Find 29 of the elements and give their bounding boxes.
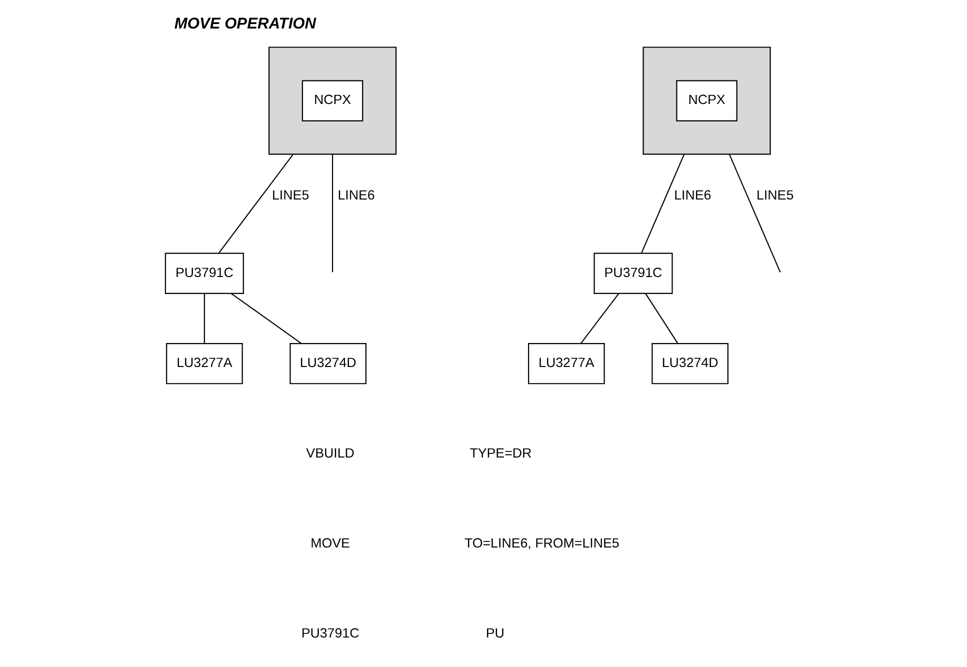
node-box: PU3791C (593, 252, 672, 294)
node-box: LU3277A (166, 342, 242, 384)
connector (331, 154, 333, 272)
edge-label: LINE6 (337, 187, 374, 202)
node-box: LU3274D (651, 342, 728, 384)
connector (640, 154, 684, 254)
label: VBUILD (306, 445, 354, 460)
node-box: LU3274D (289, 342, 366, 384)
node-box: NCPX (301, 80, 363, 122)
connector (218, 154, 294, 254)
node-box: PU3791C (164, 252, 244, 294)
diagram-title: MOVE OPERATION (174, 16, 316, 33)
label: TO=LINE6, FROM=LINE5 (464, 535, 619, 550)
edge-label: LINE5 (756, 187, 794, 202)
connector (230, 293, 302, 344)
label: TYPE=DR (469, 445, 532, 460)
edge-label: LINE6 (674, 187, 711, 202)
cluster (642, 46, 770, 155)
label: MOVE (310, 535, 350, 550)
label: PU3791C (300, 626, 359, 641)
node-box: NCPX (676, 80, 737, 122)
edge-label: LINE5 (272, 187, 309, 202)
node-box: LU3277A (528, 342, 604, 384)
connector (644, 293, 678, 344)
connector (728, 154, 780, 272)
connector (203, 294, 204, 344)
connector (580, 293, 619, 344)
cluster (268, 46, 396, 155)
label: PU (485, 626, 504, 641)
